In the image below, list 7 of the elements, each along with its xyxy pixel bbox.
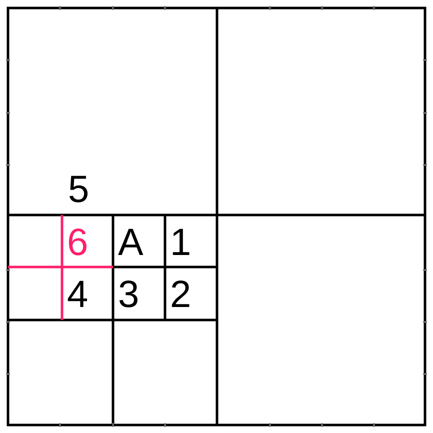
cell-label: 4 xyxy=(67,276,88,314)
cell-label: 6 xyxy=(67,224,88,262)
cell-label: 3 xyxy=(118,276,140,314)
cell-label: A xyxy=(118,224,144,262)
cell-label: 2 xyxy=(170,276,192,314)
cell-label: 1 xyxy=(170,224,192,262)
region-label: 5 xyxy=(67,171,90,209)
